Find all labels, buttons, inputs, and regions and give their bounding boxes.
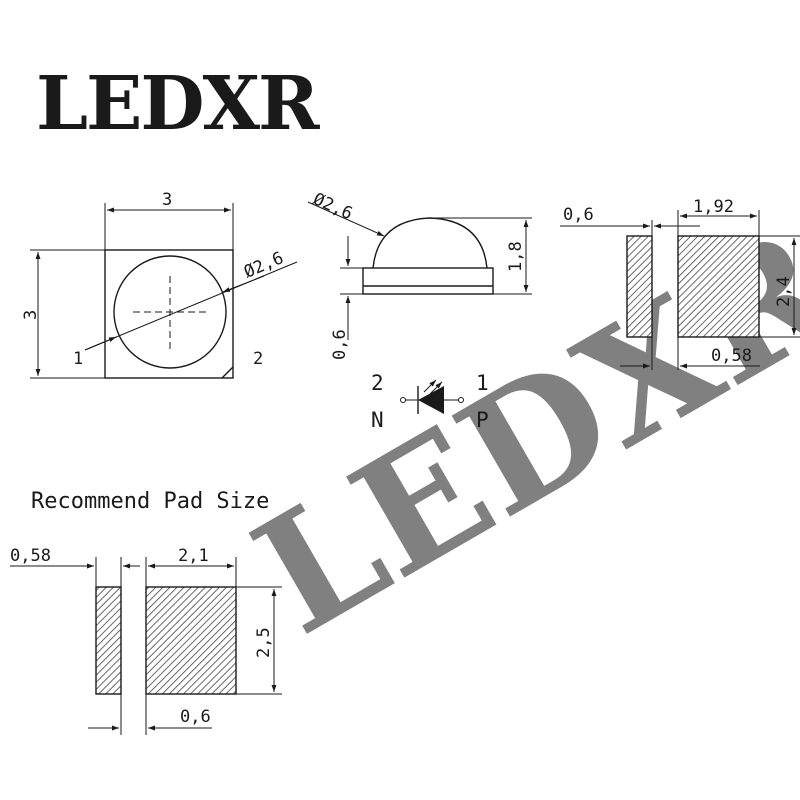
diode-symbol: 2 N 1 P xyxy=(371,371,489,432)
large-pad xyxy=(677,235,760,338)
logo: LEDXR xyxy=(36,61,322,147)
diode-triangle xyxy=(418,386,444,414)
symbol-right-number: 1 xyxy=(476,371,489,395)
small-pad xyxy=(626,235,653,338)
bottom-view: 0,6 1,92 2,4 0,58 xyxy=(560,197,800,370)
pad-section-title: Recommend Pad Size xyxy=(31,489,269,514)
bottom-gap-label: 0,58 xyxy=(711,346,752,366)
emission-arrow-icon xyxy=(429,381,443,395)
pad-small-width-label: 0,58 xyxy=(10,546,51,566)
logo-text: LEDXR xyxy=(36,61,320,147)
pin1-label: 1 xyxy=(73,349,83,369)
side-height-label: 1,8 xyxy=(506,241,526,272)
top-view: 3 3 Ø2,6 1 2 xyxy=(21,190,298,379)
emission-arrow-icon xyxy=(423,379,437,393)
symbol-right-letter: P xyxy=(476,408,489,432)
pin2-label: 2 xyxy=(253,349,263,369)
recommended-large-pad xyxy=(145,586,237,695)
top-height-label: 3 xyxy=(21,310,41,320)
symbol-left-letter: N xyxy=(371,408,384,432)
polarity-chamfer xyxy=(221,366,234,379)
side-view: Ø2,6 1,8 0,6 xyxy=(307,189,532,360)
package-outline xyxy=(104,249,234,379)
side-diameter-label: Ø2,6 xyxy=(310,189,356,224)
bottom-large-pad-label: 1,92 xyxy=(693,197,734,217)
side-diameter-leader xyxy=(307,201,385,237)
dome-lens xyxy=(372,217,488,269)
side-base-label: 0,6 xyxy=(330,329,350,360)
lens-circle xyxy=(113,255,227,369)
top-width-label: 3 xyxy=(162,190,172,210)
pad-height-label: 2,5 xyxy=(254,627,274,658)
package-base xyxy=(362,267,494,295)
bottom-height-label: 2,4 xyxy=(774,276,794,307)
bottom-small-pad-label: 0,6 xyxy=(563,205,594,225)
recommended-small-pad xyxy=(95,586,122,695)
pad-large-width-label: 2,1 xyxy=(178,546,209,566)
pad-gap-label: 0,6 xyxy=(180,707,211,727)
recommended-pad-section: Recommend Pad Size 0,58 2,1 2,5 0,6 xyxy=(10,489,282,735)
symbol-left-number: 2 xyxy=(371,371,384,395)
top-diameter-label: Ø2,6 xyxy=(241,248,287,282)
